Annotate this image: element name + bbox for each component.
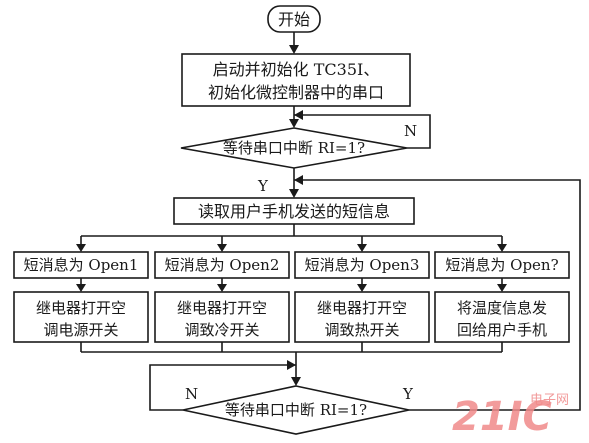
arrowhead-wait-read bbox=[289, 189, 299, 198]
init-line-2: 初始化微控制器中的串口 bbox=[208, 83, 384, 102]
wait-decision-bottom bbox=[182, 385, 410, 435]
wait-decision-bottom-label: 等待串口中断 RI=1? bbox=[225, 401, 367, 419]
loop-no-top bbox=[294, 114, 431, 149]
check-label-2: 短消息为 Open2 bbox=[165, 256, 280, 274]
action4-line-1: 将温度信息发 bbox=[457, 299, 547, 317]
arrowhead-check3 bbox=[357, 244, 367, 252]
read-sms-label: 读取用户手机发送的短信息 bbox=[198, 202, 390, 221]
arrowhead-loop-no-bottom bbox=[287, 360, 296, 370]
init-process-box bbox=[181, 53, 411, 107]
wait-decision-top-label: 等待串口中断 RI=1? bbox=[223, 139, 365, 157]
arrowhead-start-init bbox=[289, 45, 299, 54]
arrowhead-check1 bbox=[76, 244, 86, 252]
action1-line-2: 调电源开关 bbox=[43, 321, 118, 339]
arrowhead-check2 bbox=[217, 244, 227, 252]
bottom-no-label: N bbox=[185, 385, 198, 403]
check-label-4: 短消息为 Open? bbox=[445, 256, 558, 274]
action-box-4 bbox=[434, 291, 570, 343]
arrowhead-check4 bbox=[497, 244, 507, 252]
arrowhead-init-wait bbox=[289, 119, 299, 128]
action2-line-1: 继电器打开空 bbox=[177, 299, 267, 317]
watermark-site: 电子网 bbox=[530, 393, 569, 408]
watermark-logo: 21IC bbox=[452, 394, 552, 438]
action-box-2 bbox=[154, 291, 290, 343]
arrowhead-action1 bbox=[76, 284, 86, 292]
loop-no-bottom bbox=[149, 364, 296, 411]
top-yes-label: Y bbox=[257, 177, 269, 195]
top-no-label: N bbox=[404, 122, 417, 140]
arrowhead-loop-no-top bbox=[294, 110, 303, 120]
action-box-1 bbox=[13, 291, 149, 343]
loop-yes-bottom bbox=[294, 179, 581, 411]
check-label-3: 短消息为 Open3 bbox=[305, 256, 420, 274]
action1-line-1: 继电器打开空 bbox=[36, 299, 126, 317]
action3-line-1: 继电器打开空 bbox=[317, 299, 407, 317]
bottom-yes-label: Y bbox=[402, 385, 414, 403]
action2-line-2: 调致冷开关 bbox=[184, 321, 259, 339]
arrowhead-action4 bbox=[497, 284, 507, 292]
arrowhead-action2 bbox=[217, 284, 227, 292]
check-label-1: 短消息为 Open1 bbox=[24, 256, 139, 274]
arrowhead-loop-yes-bottom bbox=[294, 175, 303, 185]
arrowhead-action3 bbox=[357, 284, 367, 292]
init-line-1: 启动并初始化 TC35I、 bbox=[213, 60, 380, 79]
start-label: 开始 bbox=[278, 10, 310, 29]
action3-line-2: 调致热开关 bbox=[324, 321, 399, 339]
check-box-2 bbox=[154, 251, 290, 279]
action4-line-2: 回给用户手机 bbox=[457, 321, 547, 339]
check-box-1 bbox=[13, 251, 149, 279]
arrowhead-merge-wait bbox=[291, 377, 301, 386]
